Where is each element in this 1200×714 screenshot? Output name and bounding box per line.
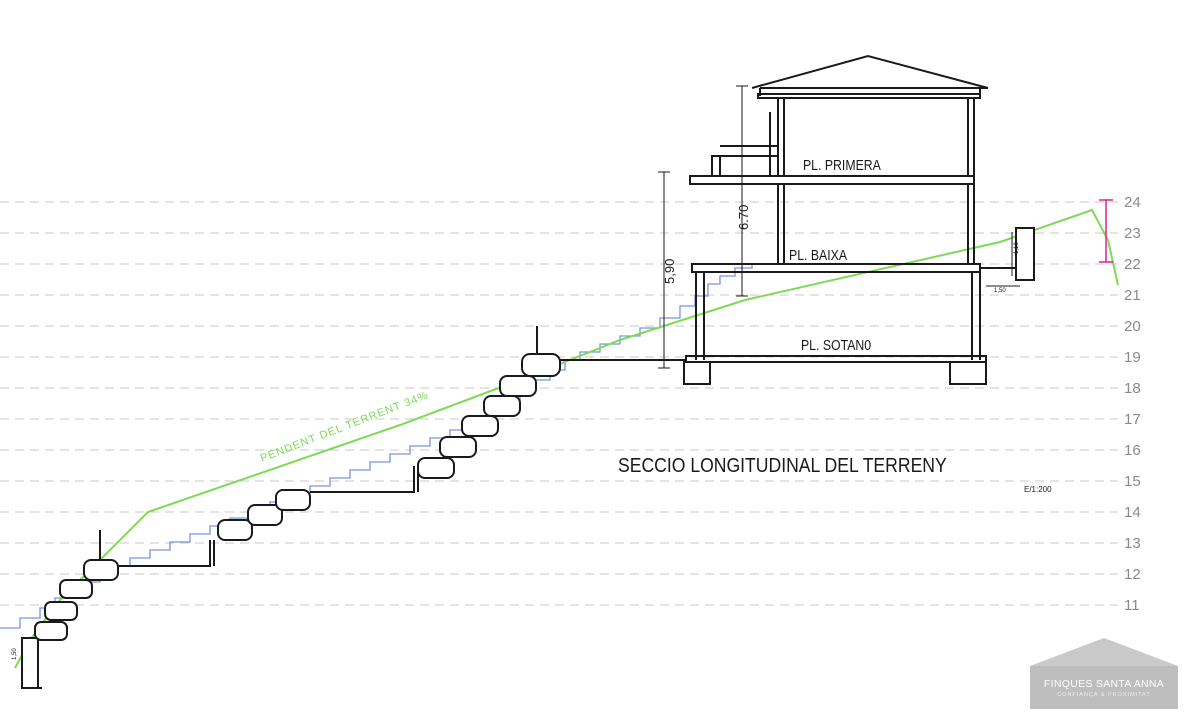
level-mark: 18 <box>1124 380 1141 397</box>
level-mark: 20 <box>1124 318 1141 335</box>
level-mark: 21 <box>1124 287 1141 304</box>
scale-label: E/1:200 <box>1024 485 1052 494</box>
level-guides <box>0 201 1118 606</box>
floor-label-primera: PL. PRIMERA <box>803 157 882 173</box>
brand-name: FINQUES SANTA ANNA <box>1043 678 1165 690</box>
level-mark: 24 <box>1124 194 1141 211</box>
level-mark: 23 <box>1124 225 1141 242</box>
dim-wall-width: 1,50 <box>994 288 1006 294</box>
level-mark: 17 <box>1124 411 1141 428</box>
floor-label-baixa: PL. BAIXA <box>789 247 848 263</box>
dim-wall-height: 1,18 <box>1014 242 1020 254</box>
dim-left-wall: 1,50 <box>12 648 18 660</box>
terrain-slope-line <box>14 208 1119 669</box>
dim-total-height: 5,90 <box>662 259 677 284</box>
level-mark: 19 <box>1124 349 1141 366</box>
house-logo-icon <box>1030 638 1178 709</box>
level-mark: 15 <box>1124 473 1141 490</box>
level-mark: 22 <box>1124 256 1141 273</box>
brand-logo: FINQUES SANTA ANNA CONFIANÇA & PROXIMITA… <box>1030 638 1178 709</box>
level-mark: 12 <box>1124 566 1141 583</box>
dim-inner-height: 6.70 <box>736 205 751 230</box>
section-title: SECCIO LONGITUDINAL DEL TERRENY <box>618 454 947 476</box>
level-scale: 24 23 22 21 20 19 18 17 16 15 14 13 12 11 <box>1124 194 1141 614</box>
floor-label-sotano: PL. SOTAN0 <box>801 337 871 353</box>
brand-tagline: CONFIANÇA & PROXIMITAT <box>1057 692 1151 698</box>
dimension-lines <box>21 85 1020 670</box>
level-mark: 16 <box>1124 442 1141 459</box>
terraces <box>21 326 686 689</box>
level-mark: 14 <box>1124 504 1141 521</box>
level-mark: 11 <box>1124 597 1140 614</box>
level-mark: 13 <box>1124 535 1141 552</box>
house-section <box>683 54 1035 385</box>
